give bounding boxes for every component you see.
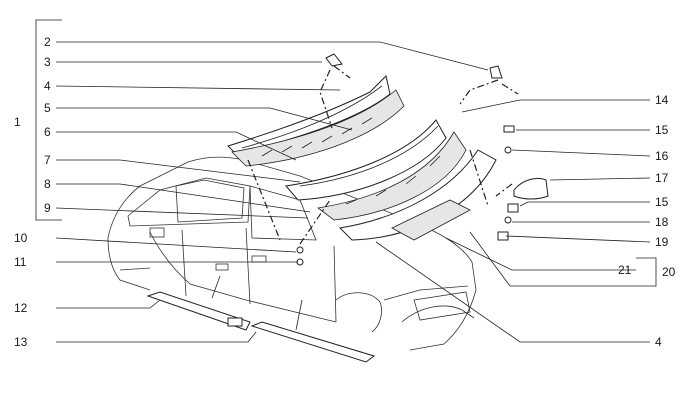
callout-6: 6 bbox=[44, 125, 51, 139]
callout-1: 1 bbox=[14, 115, 21, 129]
bracket-1 bbox=[35, 19, 62, 221]
callout-7: 7 bbox=[44, 153, 51, 167]
callout-4: 4 bbox=[44, 79, 51, 93]
side-moulding-rear bbox=[250, 321, 376, 363]
callout-4-bottom: 4 bbox=[655, 335, 662, 349]
callout-20: 20 bbox=[662, 265, 676, 279]
callout-16: 16 bbox=[655, 149, 669, 163]
assembly-lines bbox=[211, 65, 519, 331]
callout-18: 18 bbox=[655, 215, 669, 229]
callout-15-bottom: 15 bbox=[655, 195, 669, 209]
callout-3: 3 bbox=[44, 55, 51, 69]
callout-14: 14 bbox=[655, 93, 669, 107]
cowl-panel bbox=[317, 131, 467, 221]
callout-11: 11 bbox=[14, 255, 27, 269]
side-moulding-front bbox=[146, 291, 251, 331]
leader-lines bbox=[55, 41, 651, 343]
bracket-20 bbox=[636, 257, 657, 287]
callout-5: 5 bbox=[44, 101, 51, 115]
callout-13: 13 bbox=[14, 335, 28, 349]
callout-19: 19 bbox=[655, 235, 669, 249]
callout-21: 21 bbox=[618, 263, 632, 277]
callout-9: 9 bbox=[44, 201, 51, 215]
callout-12: 12 bbox=[14, 301, 28, 315]
callout-8: 8 bbox=[44, 177, 51, 191]
air-intake-grille-lower bbox=[285, 119, 447, 201]
callout-15-top: 15 bbox=[655, 123, 669, 137]
fasteners bbox=[296, 53, 549, 266]
callout-labels: 1 2 3 4 5 6 7 8 9 10 11 12 13 14 15 16 1… bbox=[14, 35, 676, 349]
callout-2: 2 bbox=[44, 35, 51, 49]
callout-10: 10 bbox=[14, 231, 28, 245]
callout-17: 17 bbox=[655, 171, 669, 185]
cowl-trim-lower bbox=[338, 149, 497, 241]
